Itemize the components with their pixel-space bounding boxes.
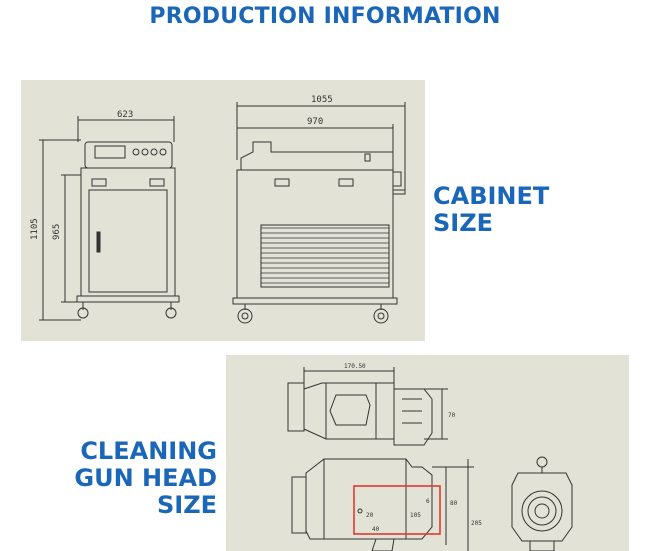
dim-gun-height-b: 205 (471, 520, 482, 527)
gun-label-line-3: SIZE (156, 491, 217, 519)
gun-head-drawing: 170.50 70 80 205 20 40 105 6 (226, 355, 629, 551)
dim-front-height-total: 1105 (30, 218, 40, 240)
dim-gun-length: 170.50 (344, 363, 366, 370)
dim-gun-top-height: 70 (448, 412, 456, 419)
dim-gun-inner-c: 105 (410, 512, 421, 519)
cabinet-size-label: CABINET SIZE (433, 183, 549, 237)
dim-front-height-body: 965 (52, 224, 62, 240)
gun-head-size-label: CLEANING GUN HEAD SIZE (74, 438, 217, 519)
dim-gun-inner-d: 6 (426, 498, 430, 505)
gun-label-line-1: CLEANING (80, 437, 217, 465)
cabinet-drawing: 623 1105 965 1055 970 (21, 80, 425, 341)
gun-head-highlight-box (353, 485, 441, 535)
page-title: PRODUCTION INFORMATION (149, 4, 501, 29)
dim-side-length-body: 970 (307, 117, 323, 127)
dim-front-width: 623 (117, 110, 133, 120)
dim-side-length-total: 1055 (311, 95, 333, 105)
gun-label-line-2: GUN HEAD (74, 464, 217, 492)
dim-gun-inner-b: 40 (372, 526, 380, 533)
cabinet-label-line-2: SIZE (433, 209, 494, 237)
dim-gun-inner-a: 20 (366, 512, 374, 519)
dim-gun-height-a: 80 (450, 500, 458, 507)
cabinet-label-line-1: CABINET (433, 182, 550, 210)
